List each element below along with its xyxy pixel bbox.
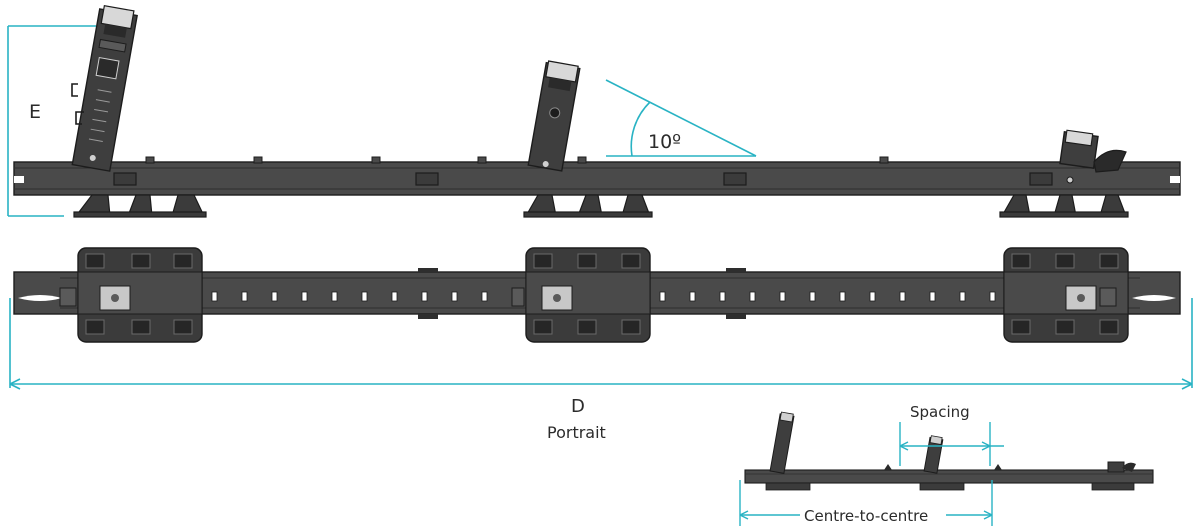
rail-clamps bbox=[113, 172, 1053, 186]
centre-to-centre-label: Centre-to-centre bbox=[804, 507, 928, 525]
right-panel-support bbox=[1059, 129, 1127, 184]
height-dimension-e bbox=[7, 25, 96, 217]
feet-right bbox=[999, 194, 1129, 218]
feet-left bbox=[73, 194, 207, 218]
top-view: D Portrait bbox=[9, 247, 1193, 442]
length-dimension-d bbox=[9, 298, 1193, 390]
base-plate-left bbox=[59, 247, 203, 343]
side-view: E bbox=[7, 4, 1181, 218]
angle-label: 10º bbox=[648, 131, 681, 153]
middle-panel-support bbox=[527, 60, 581, 172]
orientation-label: Portrait bbox=[547, 423, 606, 442]
left-panel-support bbox=[71, 4, 138, 172]
side-rail bbox=[13, 161, 1181, 196]
angle-indicator bbox=[605, 79, 757, 157]
base-plate-right bbox=[1003, 247, 1129, 343]
length-label: D bbox=[571, 396, 585, 417]
spacing-dimension bbox=[899, 422, 1004, 466]
height-label: E bbox=[29, 101, 41, 123]
feet-middle bbox=[523, 194, 653, 218]
spacing-label: Spacing bbox=[910, 403, 970, 421]
base-plate-middle bbox=[511, 247, 651, 343]
small-side-view: Spacing Centre-to-centre bbox=[739, 403, 1154, 526]
